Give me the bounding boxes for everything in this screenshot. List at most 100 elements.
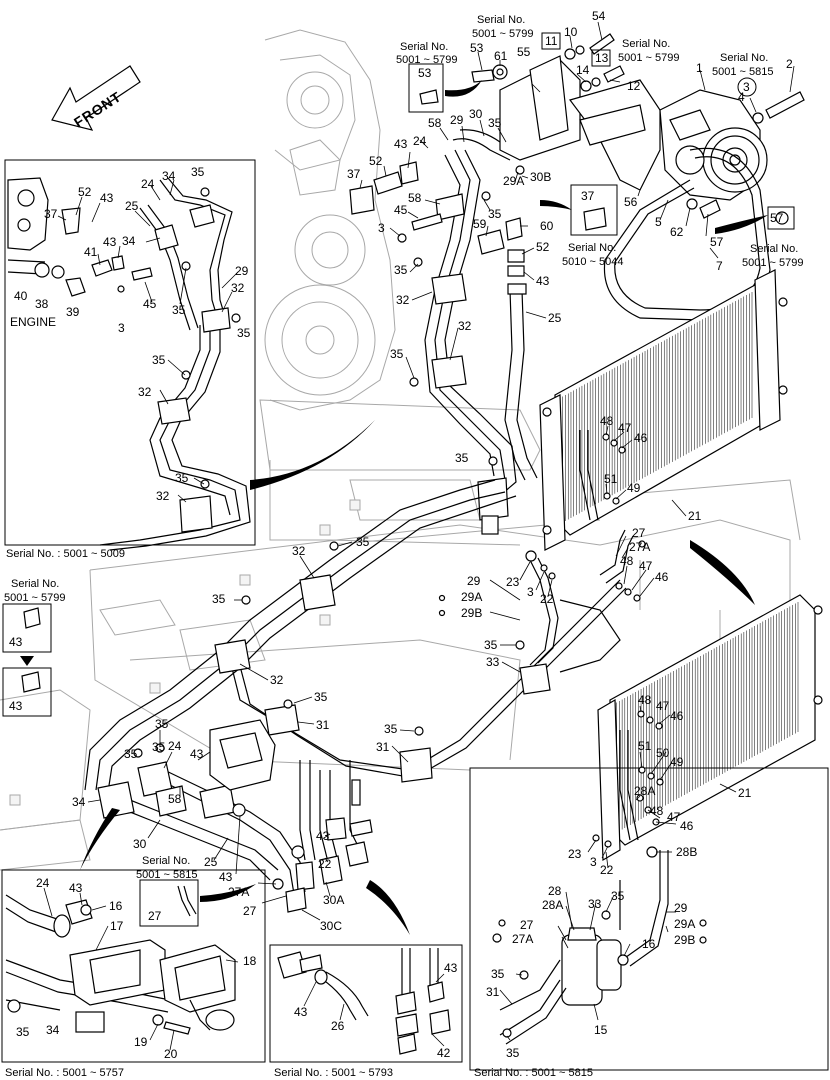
- callout-23: 23: [506, 575, 520, 589]
- callout-35: 35: [384, 722, 398, 736]
- callout-43: 43: [536, 274, 550, 288]
- inset-fitting-43-serial: Serial No. 5001 ~ 5799 43 43: [2, 578, 65, 717]
- callout-47: 47: [618, 421, 632, 435]
- pointer-swoosh-mid: [366, 880, 410, 935]
- callout-31: 31: [316, 718, 330, 732]
- callout-28B: 28B: [676, 845, 697, 859]
- callout-20: 20: [164, 1047, 178, 1061]
- callout-43: 43: [100, 191, 114, 205]
- callout-58: 58: [408, 191, 422, 205]
- callout-28A: 28A: [634, 784, 655, 798]
- serial-range: 5001 ~ 5799: [396, 54, 457, 66]
- serial-head: Serial No.: [720, 52, 768, 64]
- callout-34: 34: [46, 1023, 60, 1037]
- callout-32: 32: [458, 319, 472, 333]
- callout-48: 48: [620, 554, 634, 568]
- callout-32: 32: [292, 544, 306, 558]
- lower-middle-callouts: 35 35 35 24 43 58 34 30 25 43 27A 27 43 …: [72, 717, 344, 933]
- callout-50: 50: [656, 746, 670, 760]
- callout-12: 12: [627, 79, 641, 93]
- callout-11: 11: [545, 34, 558, 48]
- callout-31: 31: [486, 985, 500, 999]
- callout-48: 48: [638, 693, 652, 707]
- callout-24: 24: [36, 876, 50, 890]
- inset-hose-callouts: 43 26 43 42: [294, 961, 458, 1060]
- callout-27: 27: [632, 526, 646, 540]
- callout-52: 52: [369, 154, 383, 168]
- serial-range: 5001 ~ 5799: [4, 592, 65, 604]
- callout-32: 32: [396, 293, 410, 307]
- callout-35: 35: [212, 592, 226, 606]
- upper-leaders: [359, 21, 795, 379]
- callout-43: 43: [103, 235, 117, 249]
- inset-pointer-swoosh: [250, 420, 375, 490]
- callout-46: 46: [670, 709, 684, 723]
- mid-right-fittings: 27 27A 48 47 46 23 3 22 29 29A 29B: [438, 526, 669, 673]
- callout-29B: 29B: [674, 933, 695, 947]
- serial-label-5757: Serial No. : 5001 ~ 5757: [5, 1067, 124, 1079]
- callout-26: 26: [331, 1019, 345, 1033]
- callout-47: 47: [639, 559, 653, 573]
- middle-callouts: 35 32 35 32 35 31 35 31 35 33: [212, 535, 521, 763]
- callout-45: 45: [394, 203, 408, 217]
- callout-46: 46: [634, 431, 648, 445]
- callout-55: 55: [517, 45, 531, 59]
- callout-61: 61: [494, 49, 508, 63]
- callout-17: 17: [110, 919, 124, 933]
- callout-7: 7: [716, 259, 723, 273]
- callout-43: 43: [9, 699, 23, 713]
- callout-19: 19: [134, 1035, 148, 1049]
- callout-22: 22: [318, 857, 332, 871]
- callout-32: 32: [231, 281, 245, 295]
- callout-3: 3: [590, 855, 597, 869]
- callout-27A: 27A: [512, 932, 533, 946]
- callout-43: 43: [9, 635, 23, 649]
- serial-label-5815: Serial No. : 5001 ~ 5815: [474, 1067, 593, 1079]
- callout-32: 32: [138, 385, 152, 399]
- callout-59: 59: [473, 217, 487, 231]
- serial-range: 5001 ~ 5815: [136, 869, 197, 881]
- inset-receiver-drier: [469, 710, 829, 1071]
- callout-35: 35: [455, 451, 469, 465]
- callout-3: 3: [527, 585, 534, 599]
- callout-62: 62: [670, 225, 684, 239]
- callout-23: 23: [568, 847, 582, 861]
- callout-4: 4: [738, 90, 745, 104]
- condenser-lower: [597, 594, 823, 862]
- callout-35: 35: [155, 717, 169, 731]
- callout-30C: 30C: [320, 919, 342, 933]
- callout-35: 35: [314, 690, 328, 704]
- callout-51: 51: [604, 472, 618, 486]
- callout-47: 47: [656, 699, 670, 713]
- callout-43: 43: [444, 961, 458, 975]
- upper-callouts: Serial No. 5001 ~ 5799 Serial No. 5001 ~…: [347, 9, 803, 465]
- serial-range: 5010 ~ 5044: [562, 256, 623, 268]
- callout-29: 29: [450, 113, 464, 127]
- callout-13: 13: [595, 51, 609, 65]
- callout-45: 45: [143, 297, 157, 311]
- callout-40: 40: [14, 289, 28, 303]
- lower-middle-assembly: [97, 719, 373, 913]
- callout-56: 56: [624, 195, 638, 209]
- serial-head: Serial No.: [750, 243, 798, 255]
- callout-35: 35: [488, 116, 502, 130]
- callout-18: 18: [243, 954, 257, 968]
- callout-27: 27: [243, 904, 257, 918]
- receiver-callouts: 48 47 46 51 50 49 28A 48 47 46 21 23 3 2…: [486, 693, 752, 1060]
- callout-48: 48: [600, 414, 614, 428]
- serial-range: 5001 ~ 5799: [618, 52, 679, 64]
- callout-57: 57: [770, 211, 784, 225]
- callout-46: 46: [655, 570, 669, 584]
- callout-35: 35: [506, 1046, 520, 1060]
- callout-35: 35: [124, 747, 138, 761]
- inset-leaders: [57, 179, 239, 503]
- callout-29A: 29A: [674, 917, 695, 931]
- callout-35: 35: [152, 353, 166, 367]
- callout-25: 25: [548, 311, 562, 325]
- inset-bracket-callouts: 24 43 16 17 18 35 34 19 20: [16, 876, 257, 1061]
- callout-35: 35: [390, 347, 404, 361]
- callout-49: 49: [627, 481, 641, 495]
- front-direction-arrow: FRONT: [51, 65, 141, 131]
- inset-callouts: 52 43 37 25 24 34 35 34 43 41 29 32 40 3…: [10, 165, 251, 503]
- callout-35: 35: [491, 967, 505, 981]
